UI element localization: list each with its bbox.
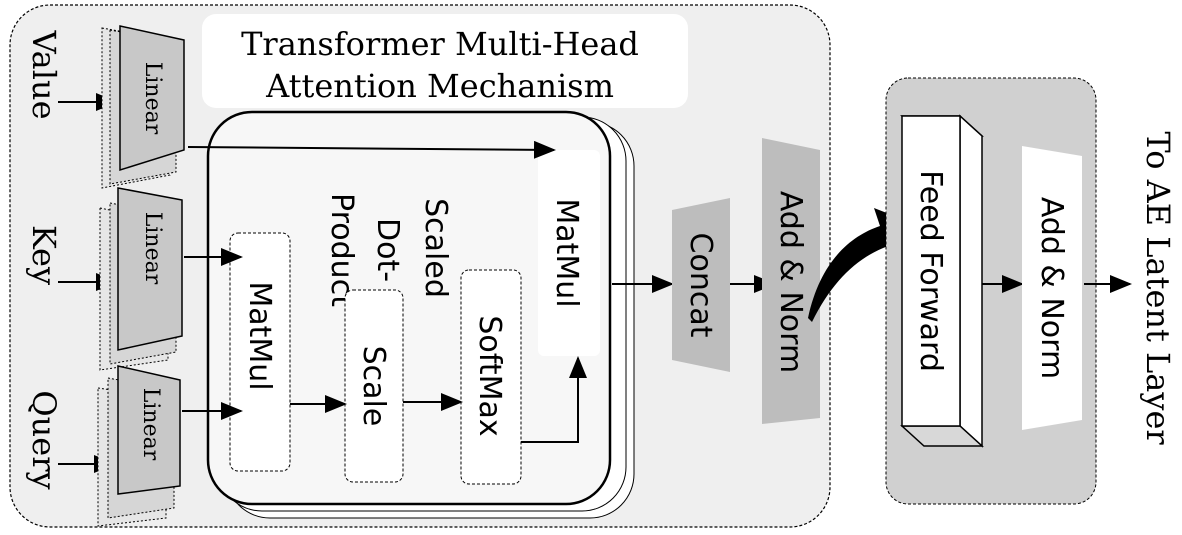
add-norm-1-label: Add & Norm [773,191,808,373]
softmax-box [460,269,522,485]
title-line-1: Transformer Multi-Head [241,25,639,63]
linear-stack-key: Linear [99,187,183,371]
add-norm-1-block [762,138,820,424]
matmul-1-box [229,232,291,472]
query-label: Query [25,390,63,489]
feed-forward-label: Feed Forward [913,170,948,372]
matmul-2-box [538,150,600,356]
key-label: Key [25,225,63,285]
linear-label-query: Linear [138,388,163,461]
sdp-label-product: Product [324,193,359,307]
concat-block [672,198,730,372]
sdp-label-dot: Dot- [370,218,405,282]
sdp-label-scaled: Scaled [418,198,453,298]
concat-label: Concat [683,233,718,338]
linear-label-value: Linear [140,62,165,135]
add-norm-2-label: Add & Norm [1034,197,1069,379]
matmul-1-label: MatMul [242,281,277,390]
softmax-to-matmul2-arrow [521,356,587,443]
add-norm-2-block [1022,146,1082,430]
linear-stack-query: Linear [97,365,181,527]
value-to-matmul2-arrow [187,140,556,159]
linear-label-key: Linear [140,212,165,285]
title-line-2: Attention Mechanism [265,67,614,105]
output-label: To AE Latent Layer [1139,131,1177,445]
scale-box [344,289,404,483]
feed-forward-block: Feed Forward [900,114,984,448]
matmul-2-label: MatMul [549,198,584,307]
linear-stack-value: Linear [101,25,185,189]
scale-label: Scale [356,346,391,427]
title-box [202,14,688,108]
value-label: Value [25,29,63,119]
softmax-label: SoftMax [472,315,507,436]
